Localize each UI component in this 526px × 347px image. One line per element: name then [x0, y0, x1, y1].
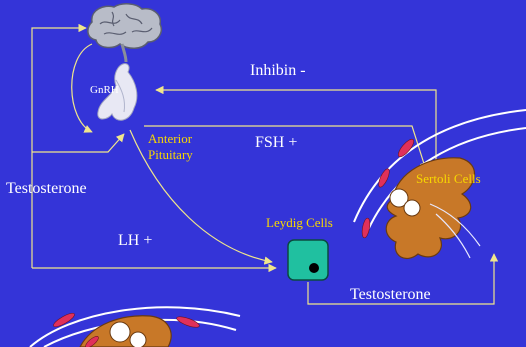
leydig-cells-label: Leydig Cells — [266, 216, 333, 230]
red-cell-icon — [377, 167, 392, 188]
brain-icon — [88, 4, 161, 62]
fsh-label: FSH + — [255, 134, 297, 152]
germ-cell-icon — [404, 200, 420, 216]
testosterone-bottom-label: Testosterone — [350, 286, 431, 304]
seminiferous-tubule-left — [30, 307, 240, 347]
inhibin-label: Inhibin - — [250, 62, 306, 80]
gnrh-label: GnRH — [90, 84, 119, 96]
gnrh-loop-arrows — [72, 44, 92, 132]
testosterone-left-label: Testosterone — [6, 180, 87, 198]
anterior-pituitary-label-line2: Pituitary — [148, 148, 193, 162]
anterior-pituitary-label-line1: Anterior — [148, 132, 192, 146]
red-cell-icon — [361, 218, 371, 239]
sertoli-cells-label: Sertoli Cells — [416, 172, 481, 186]
inhibin-arrow — [156, 90, 436, 168]
lh-label: LH + — [118, 232, 152, 250]
germ-cell-icon — [110, 322, 130, 342]
testosterone-feedback-arrows — [32, 28, 124, 268]
leydig-cell-icon — [288, 240, 328, 280]
germ-cell-icon — [130, 332, 146, 347]
